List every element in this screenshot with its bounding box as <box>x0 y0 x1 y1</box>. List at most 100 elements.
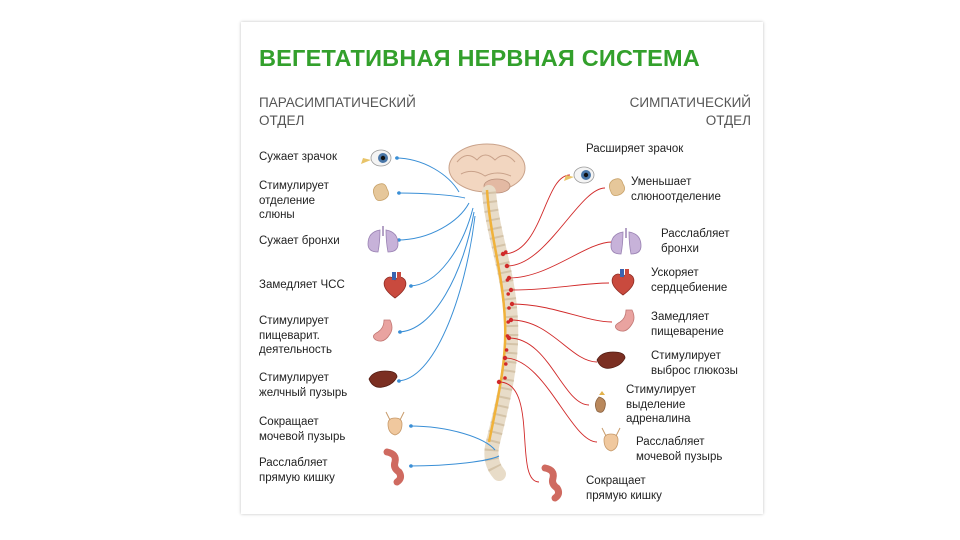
sympathetic-nerve <box>503 175 570 254</box>
effect-label: Расслабляетмочевой пузырь <box>636 435 722 464</box>
sympathetic-nerve <box>509 242 612 278</box>
effect-label-line: Стимулирует <box>259 371 347 386</box>
sympathetic-ganglion <box>505 264 509 268</box>
effect-label-line: Стимулирует <box>626 383 696 398</box>
parasympathetic-nerve <box>398 212 474 332</box>
liver-icon <box>597 352 625 368</box>
effect-label-line: желчный пузырь <box>259 386 347 401</box>
stomach-icon <box>615 310 634 331</box>
effect-label-line: Сужает бронхи <box>259 234 340 249</box>
sympathetic-ganglion <box>504 362 508 366</box>
sympathetic-ganglion <box>506 278 510 282</box>
effect-label-line: пищеварит. <box>259 329 332 344</box>
nerve-ending <box>397 191 401 195</box>
effect-label-line: бронхи <box>661 242 730 257</box>
stomach-icon <box>373 320 392 341</box>
effect-label-line: прямую кишку <box>259 471 335 486</box>
effect-label: Замедляетпищеварение <box>651 310 724 339</box>
heading-line: СИМПАТИЧЕСКИЙ <box>630 94 751 112</box>
sympathetic-nerve <box>509 338 589 405</box>
nerve-ending <box>397 379 401 383</box>
effect-label-line: Ускоряет <box>651 266 727 281</box>
sympathetic-ganglion <box>503 356 507 360</box>
effect-label-line: мочевой пузырь <box>636 450 722 465</box>
page-title: ВЕГЕТАТИВНАЯ НЕРВНАЯ СИСТЕМА <box>259 45 754 72</box>
sympathetic-nerve <box>507 188 605 266</box>
effect-label-line: мочевой пузырь <box>259 430 345 445</box>
effect-label: Сужает бронхи <box>259 234 340 249</box>
effect-label-line: Сужает зрачок <box>259 150 337 165</box>
adrenal-gland-icon <box>595 391 605 412</box>
parasympathetic-nerve <box>397 216 475 381</box>
effect-label: Расширяет зрачок <box>586 142 683 157</box>
effect-label-line: Стимулирует <box>651 349 738 364</box>
nerve-ending <box>409 284 413 288</box>
sympathetic-ganglion <box>510 302 514 306</box>
effect-label: Стимулируетпищеварит.деятельность <box>259 314 332 358</box>
nerve-ending <box>409 424 413 428</box>
sympathetic-ganglion <box>503 376 507 380</box>
nerve-ending <box>395 156 399 160</box>
effect-label-line: Замедляет ЧСС <box>259 278 345 293</box>
sympathetic-nerve <box>512 304 612 322</box>
effect-label-line: Расслабляет <box>661 227 730 242</box>
sympathetic-ganglion <box>506 292 510 296</box>
nerve-ending <box>409 464 413 468</box>
effect-label-line: Расширяет зрачок <box>586 142 683 157</box>
effect-label-line: выделение <box>626 398 696 413</box>
parasympathetic-nerve <box>409 426 495 450</box>
effect-label-line: Стимулирует <box>259 314 332 329</box>
effect-label-line: слюноотделение <box>631 190 721 205</box>
salivary-gland-icon <box>373 184 388 201</box>
sympathetic-ganglion <box>509 288 513 292</box>
effect-label-line: деятельность <box>259 343 332 358</box>
eye-icon <box>361 150 391 166</box>
parasympathetic-nerve <box>397 203 469 240</box>
sympathetic-nerve <box>505 358 597 442</box>
effect-label-line: пищеварение <box>651 325 724 340</box>
effect-label-line: прямую кишку <box>586 489 662 504</box>
effect-label-line: отделение <box>259 194 329 209</box>
parasympathetic-nerve <box>397 193 465 198</box>
bladder-icon <box>602 428 620 451</box>
heart-icon <box>384 272 406 298</box>
sympathetic-ganglion <box>497 380 501 384</box>
heading-line: ПАРАСИМПАТИЧЕСКИЙ <box>259 94 416 112</box>
spinal-column <box>487 190 511 474</box>
effect-label: Замедляет ЧСС <box>259 278 345 293</box>
sympathetic-ganglion <box>506 320 510 324</box>
effect-label-line: Расслабляет <box>636 435 722 450</box>
effect-label-line: Замедляет <box>651 310 724 325</box>
sympathetic-ganglion <box>507 306 511 310</box>
sympathetic-ganglion <box>506 334 510 338</box>
sympathetic-nerve <box>511 283 609 290</box>
effect-label-line: выброс глюкозы <box>651 364 738 379</box>
parasympathetic-heading: ПАРАСИМПАТИЧЕСКИЙ ОТДЕЛ <box>259 94 416 130</box>
heading-line: ОТДЕЛ <box>630 112 751 130</box>
effect-label: Стимулируетвыброс глюкозы <box>651 349 738 378</box>
heart-icon <box>612 269 634 295</box>
bladder-icon <box>386 412 404 435</box>
liver-icon <box>369 371 397 387</box>
lungs-icon <box>611 228 641 254</box>
effect-label-line: адреналина <box>626 412 696 427</box>
effect-label-line: Уменьшает <box>631 175 721 190</box>
salivary-gland-icon <box>609 179 624 196</box>
effect-label-line: Расслабляет <box>259 456 335 471</box>
parasympathetic-nerve <box>409 208 473 286</box>
effect-label-line: Сокращает <box>586 474 662 489</box>
effect-label-line: сердцебиение <box>651 281 727 296</box>
rectum-icon <box>545 468 559 498</box>
lungs-icon <box>368 226 398 252</box>
heading-line: ОТДЕЛ <box>259 112 416 130</box>
effect-label-line: слюны <box>259 208 329 223</box>
